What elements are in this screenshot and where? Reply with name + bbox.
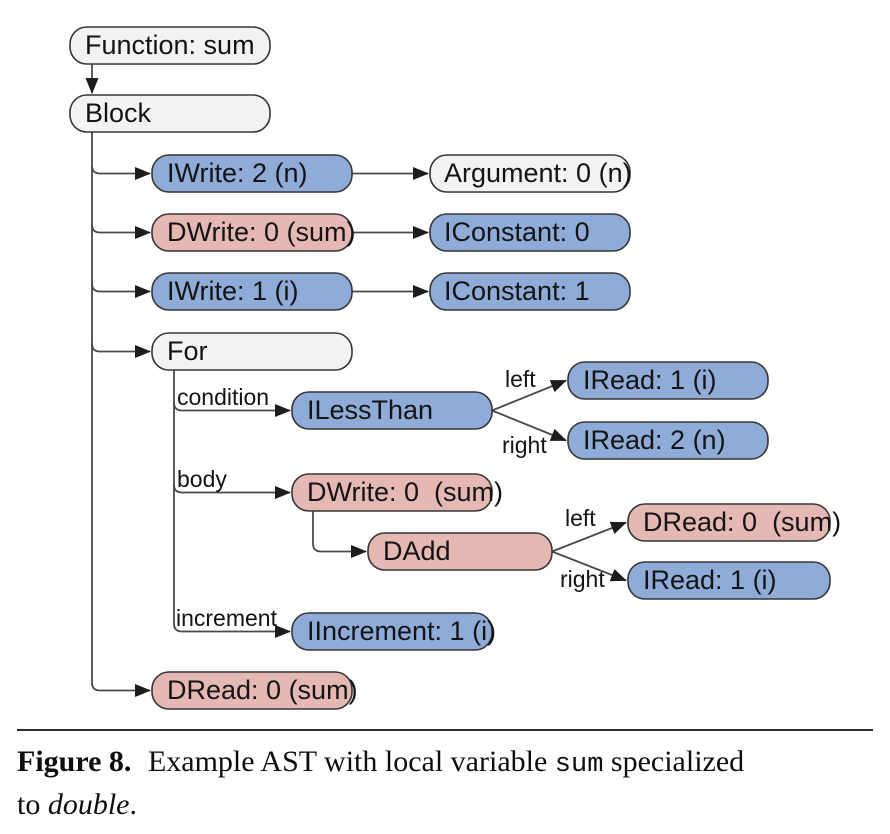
ast-node-iconstant0: IConstant: 0 <box>429 213 631 252</box>
ast-node-iread1-cond: IRead: 1 (i) <box>567 361 769 400</box>
ast-node-for-pill <box>151 332 353 371</box>
edge-block-to-dwrite0 <box>91 224 151 239</box>
ast-node-iwrite2-pill <box>151 154 353 193</box>
ast-node-dadd-pill <box>367 532 553 571</box>
caption-code-term: sum <box>554 750 604 780</box>
ast-node-dwrite0-label: DWrite: 0 (sum) <box>167 217 356 247</box>
edge-dadd-right <box>551 550 627 582</box>
edge-for-body <box>173 484 291 499</box>
ast-node-iread1-cond-pill <box>567 361 769 400</box>
ast-node-dread0-last-pill <box>151 671 353 710</box>
edge-block-to-iwrite2 <box>91 165 151 180</box>
caption-line2-prefix: to <box>17 788 48 821</box>
ast-diagram: condition body increment left right left… <box>69 26 841 710</box>
edge-block-to-iwrite1 <box>91 283 151 298</box>
ast-nodes: Function: sum Block IWrite: 2 (n) Argume… <box>69 26 841 710</box>
ast-node-argument: Argument: 0 (n) <box>429 154 632 193</box>
edge-ilessthan-left <box>491 379 567 412</box>
edge-label-increment: increment <box>176 605 278 631</box>
ast-node-iincrement-pill <box>291 612 493 651</box>
ast-node-iread2-cond-pill <box>567 421 769 460</box>
edge-label-ilessthan-left: left <box>505 366 536 392</box>
ast-node-iwrite1-pill <box>151 272 353 311</box>
edge-labels: condition body increment left right left… <box>176 366 605 631</box>
caption-figure-number: Figure 8. <box>17 745 132 778</box>
caption-italic-term: double <box>47 788 130 821</box>
ast-node-dadd: DAdd <box>367 532 553 571</box>
ast-node-iwrite1: IWrite: 1 (i) <box>151 272 353 311</box>
caption-line2-suffix: . <box>129 788 138 821</box>
caption-line-2: to double. <box>17 785 873 824</box>
ast-node-dread0-body-pill <box>627 503 831 542</box>
ast-node-iconstant1-label: IConstant: 1 <box>444 276 590 306</box>
caption-body-1: Example AST with local variable <box>147 745 555 778</box>
ast-node-dread0-body-label: DRead: 0 (sum) <box>643 507 841 537</box>
ast-node-dwrite0-body: DWrite: 0 (sum) <box>291 473 503 512</box>
edge-for-condition <box>173 402 291 417</box>
ast-node-block-pill <box>69 94 271 133</box>
ast-node-iwrite1-label: IWrite: 1 (i) <box>167 276 299 306</box>
ast-node-iincrement: IIncrement: 1 (i) <box>291 612 496 651</box>
edge-label-dadd-left: left <box>565 505 596 531</box>
ast-node-ilessthan: ILessThan <box>291 391 493 430</box>
ast-node-iread2-cond-label: IRead: 2 (n) <box>583 425 726 455</box>
ast-node-function-pill <box>69 26 271 65</box>
edge-label-dadd-right: right <box>560 566 605 592</box>
ast-node-dwrite0-body-label: DWrite: 0 (sum) <box>307 477 503 507</box>
ast-node-block-label: Block <box>85 98 152 128</box>
ast-node-argument-pill <box>429 154 631 193</box>
ast-node-function-label: Function: sum <box>85 30 255 60</box>
ast-node-for: For <box>151 332 353 371</box>
edge-dadd-left <box>551 521 627 553</box>
edge-label-condition: condition <box>177 384 269 410</box>
ast-node-block: Block <box>69 94 271 133</box>
ast-node-iwrite2-label: IWrite: 2 (n) <box>167 158 308 188</box>
ast-node-for-label: For <box>167 336 208 366</box>
ast-node-dwrite0-pill <box>151 213 353 252</box>
ast-node-ilessthan-label: ILessThan <box>307 395 433 425</box>
ast-node-iconstant1: IConstant: 1 <box>429 272 631 311</box>
ast-node-iwrite2: IWrite: 2 (n) <box>151 154 353 193</box>
ast-node-dread0-body: DRead: 0 (sum) <box>627 503 841 542</box>
ast-node-iincrement-label: IIncrement: 1 (i) <box>307 616 496 646</box>
edge-dwrite-to-dadd <box>312 511 367 558</box>
tree-edges <box>85 64 627 697</box>
ast-node-dwrite0: DWrite: 0 (sum) <box>151 213 356 252</box>
edge-label-ilessthan-right: right <box>502 432 547 458</box>
ast-node-dwrite0-body-pill <box>291 473 493 512</box>
ast-node-dread0-last: DRead: 0 (sum) <box>151 671 358 710</box>
caption-line-1: Figure 8. Example AST with local variable… <box>17 742 873 785</box>
ast-node-iread2-cond: IRead: 2 (n) <box>567 421 769 460</box>
edge-block-to-for <box>91 343 151 358</box>
ast-node-ilessthan-pill <box>291 391 493 430</box>
ast-node-dadd-label: DAdd <box>383 536 451 566</box>
ast-node-iread1-body-pill <box>627 561 831 600</box>
ast-node-iconstant0-pill <box>429 213 631 252</box>
ast-node-argument-label: Argument: 0 (n) <box>444 158 632 188</box>
ast-node-iconstant0-label: IConstant: 0 <box>444 217 590 247</box>
figure-caption: Figure 8. Example AST with local variable… <box>17 729 873 824</box>
ast-node-iread1-body-label: IRead: 1 (i) <box>643 565 777 595</box>
edge-for-increment <box>173 623 291 638</box>
ast-node-iread1-body: IRead: 1 (i) <box>627 561 831 600</box>
caption-body-2: specialized <box>603 745 745 778</box>
ast-node-dread0-last-label: DRead: 0 (sum) <box>167 675 358 705</box>
ast-node-function: Function: sum <box>69 26 271 65</box>
ast-node-iconstant1-pill <box>429 272 631 311</box>
edge-block-to-dread0 <box>91 682 151 697</box>
edge-ilessthan-right <box>491 409 567 442</box>
ast-node-iread1-cond-label: IRead: 1 (i) <box>583 365 717 395</box>
edge-label-body: body <box>177 466 227 492</box>
